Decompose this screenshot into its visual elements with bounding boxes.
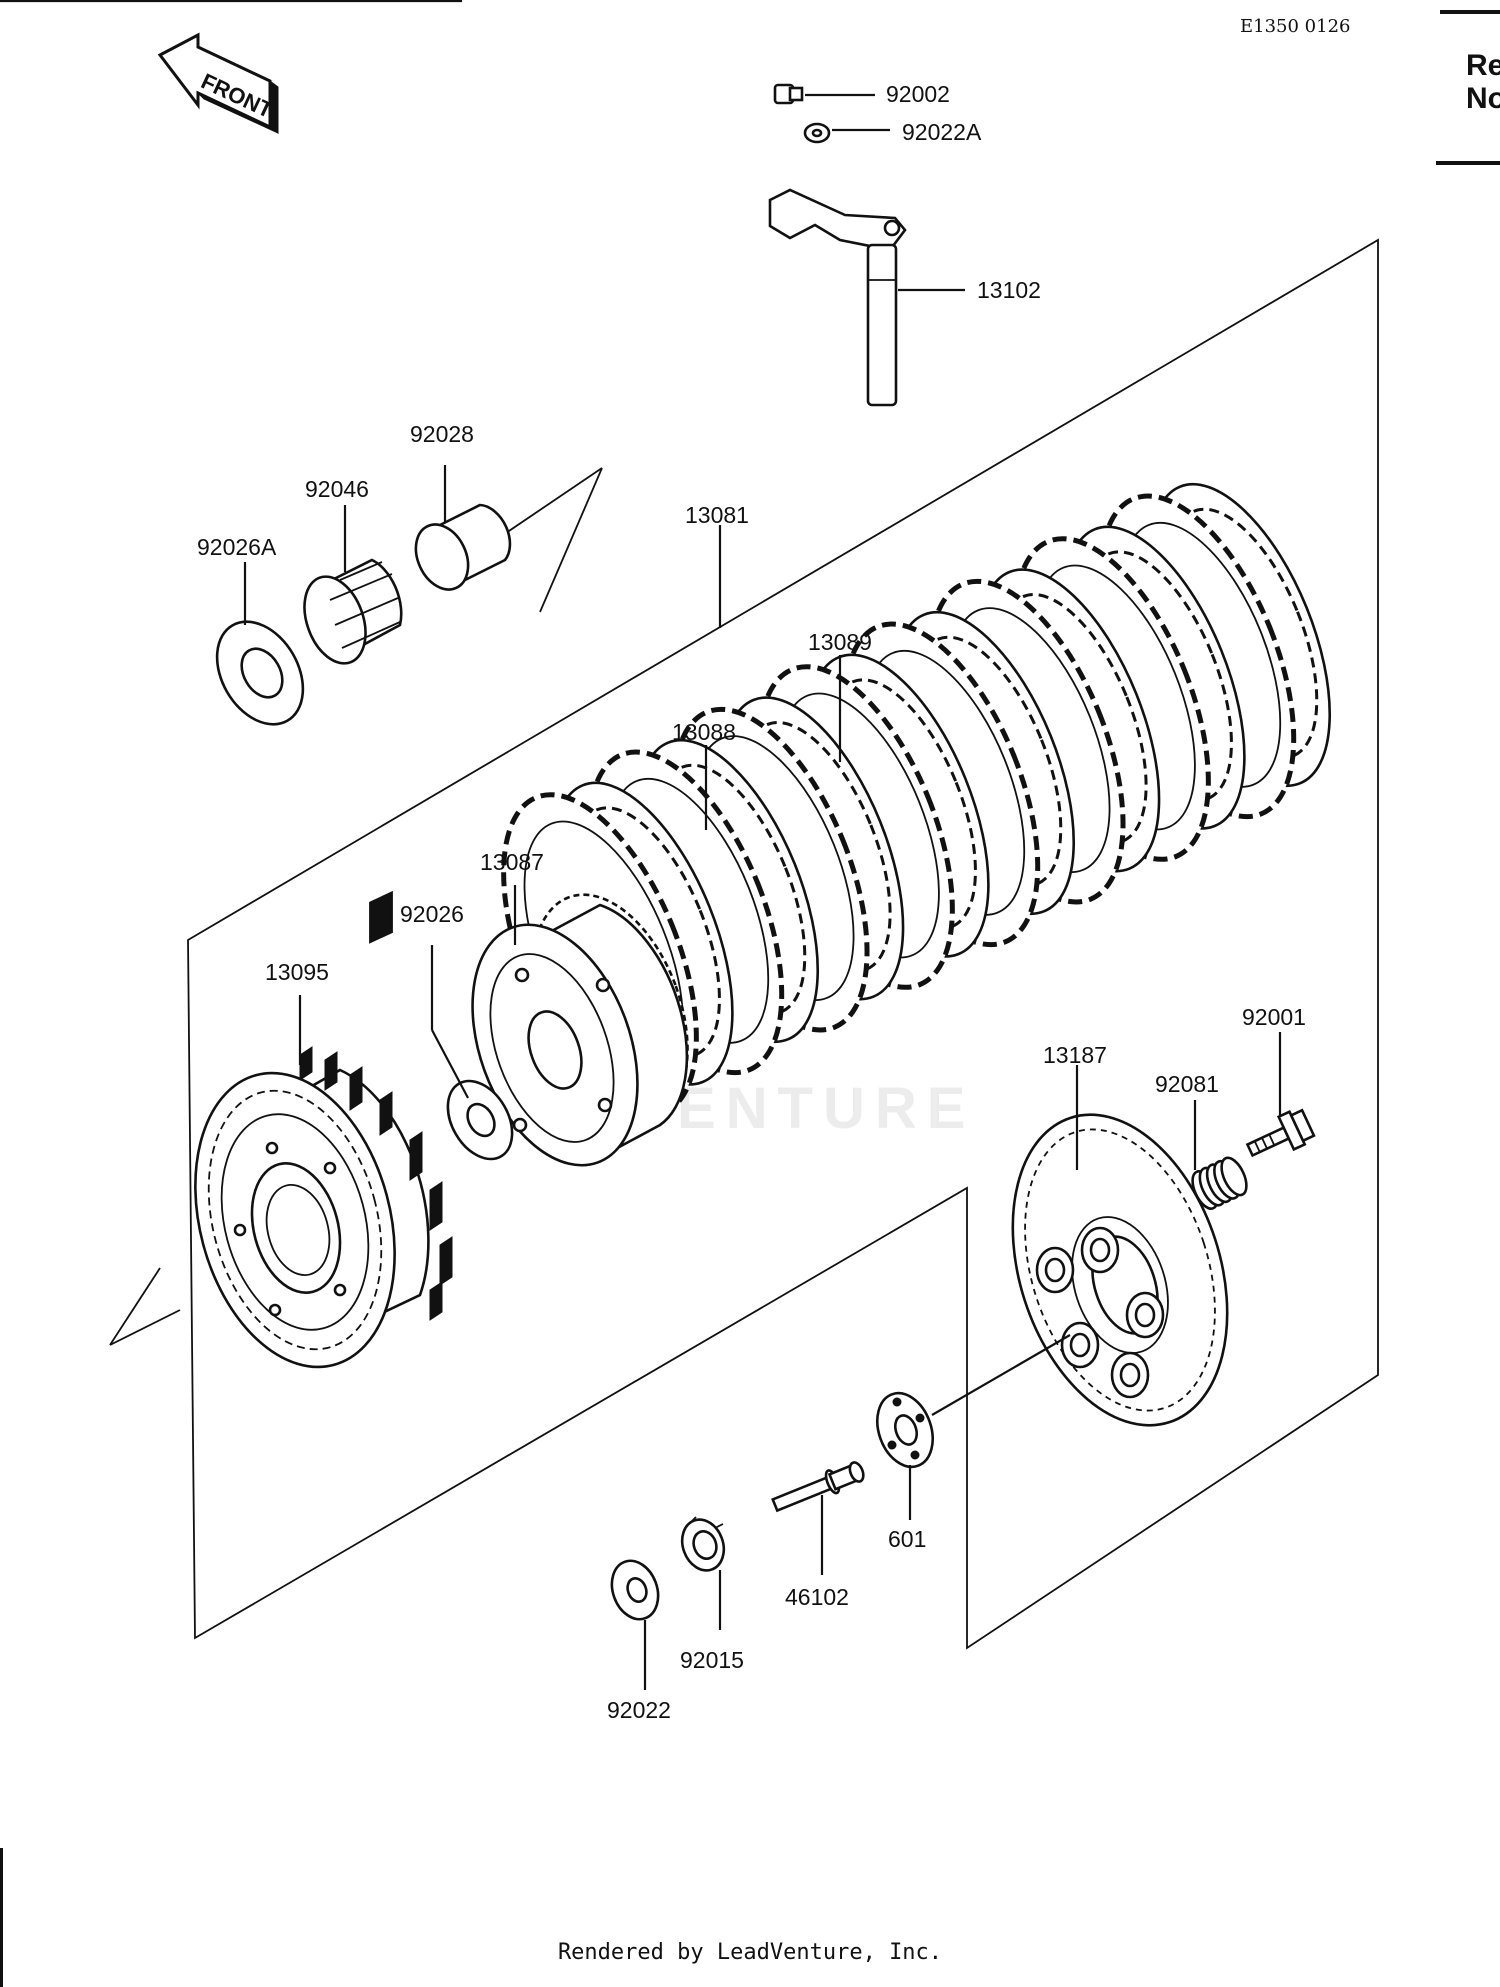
ref-line-left-b [109, 1309, 181, 1346]
pressure-plate-boss [1080, 1226, 1120, 1274]
clutch-housing-13095[interactable] [164, 890, 453, 1389]
bolt-92001[interactable] [1242, 1032, 1316, 1166]
nut-92015[interactable] [675, 1514, 730, 1630]
label-92081: 92081 [1155, 1071, 1219, 1097]
clutch-hub-13087[interactable] [442, 873, 717, 1188]
label-13087: 13087 [480, 849, 544, 875]
push-rod-46102[interactable] [771, 1459, 867, 1575]
label-92022A: 92022A [902, 119, 982, 145]
pressure-plate-boss [1110, 1351, 1150, 1399]
label-92002: 92002 [886, 81, 950, 107]
label-13095: 13095 [265, 959, 329, 985]
spacer-92026A[interactable] [200, 562, 321, 740]
pressure-plate-boss [1060, 1321, 1100, 1369]
label-92022: 92022 [607, 1697, 671, 1723]
label-13081: 13081 [685, 502, 749, 528]
label-601: 601 [888, 1526, 926, 1552]
pressure-plate-boss [1125, 1291, 1165, 1339]
label-92028: 92028 [410, 421, 474, 447]
spacer-92026[interactable] [430, 945, 525, 1170]
push-lever-shaft-13102[interactable] [768, 188, 965, 407]
label-92015: 92015 [680, 1647, 744, 1673]
footer-credit: Rendered by LeadVenture, Inc. [557, 1940, 943, 1965]
front-arrow-icon: FRONT [157, 32, 279, 134]
label-13089: 13089 [808, 629, 872, 655]
assembly-outline [187, 238, 1379, 1650]
ref-line-left-a [109, 1267, 161, 1346]
spring-92081[interactable] [1187, 1100, 1251, 1212]
label-13088: 13088 [672, 719, 736, 745]
label-13102: 13102 [977, 277, 1041, 303]
ref-line-sleeve-a [502, 467, 603, 536]
label-13187: 13187 [1043, 1042, 1107, 1068]
sleeve-92028[interactable] [406, 465, 512, 598]
label-92001: 92001 [1242, 1004, 1306, 1030]
ref-code: E1350 0126 [1240, 16, 1350, 37]
washer-92022A[interactable] [803, 122, 890, 144]
pressure-plate-boss [1035, 1246, 1075, 1294]
side-text-line2: No [1466, 82, 1500, 115]
bolt-92002[interactable] [773, 83, 875, 105]
side-text-line1: Re [1466, 49, 1500, 82]
label-92026: 92026 [400, 901, 464, 927]
pressure-plate-13187[interactable] [975, 1065, 1264, 1453]
ref-line-sleeve-b [539, 467, 603, 613]
ball-bearing-601[interactable] [868, 1334, 1071, 1520]
label-46102: 46102 [785, 1584, 849, 1610]
label-92046: 92046 [305, 476, 369, 502]
label-92026A: 92026A [197, 534, 277, 560]
washer-92022[interactable] [604, 1554, 666, 1690]
needle-bearing-92046[interactable] [293, 505, 403, 672]
